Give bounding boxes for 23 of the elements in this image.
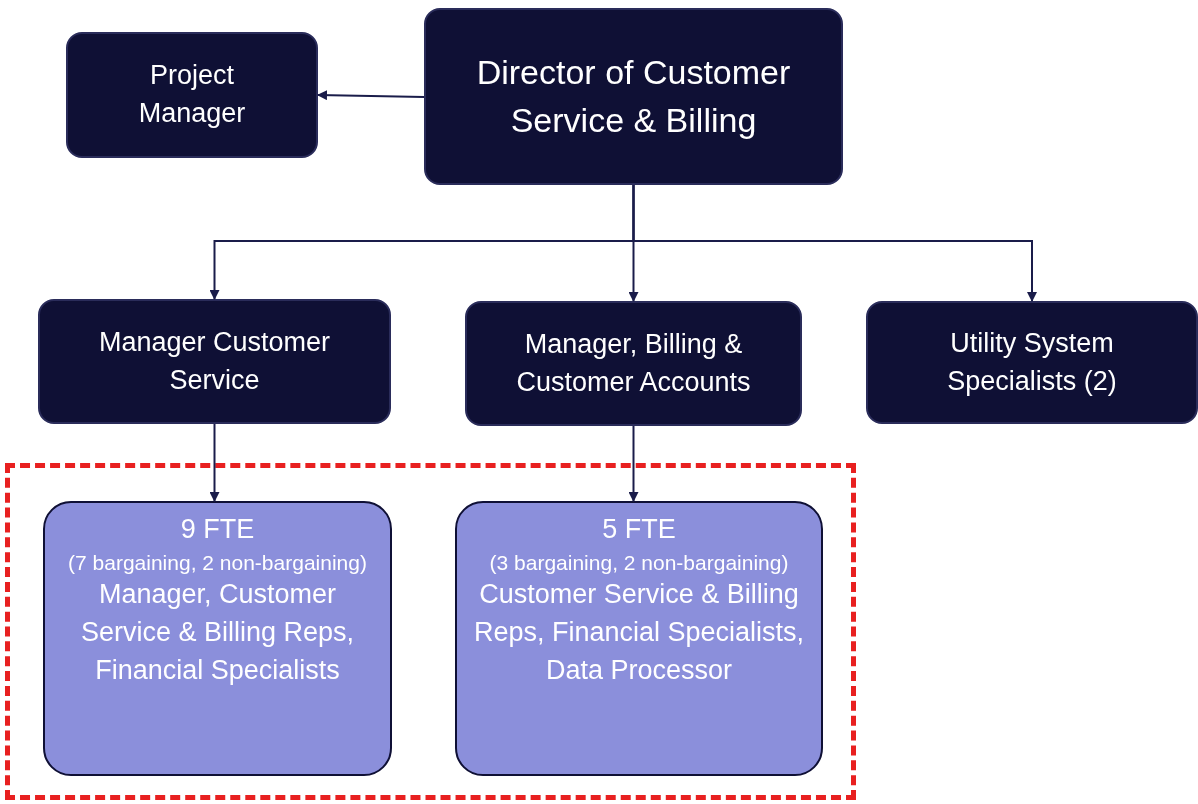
connector-arrow [628,425,639,502]
staff-roles: Customer Service & Billing Reps, Financial Specialists, Data Processor [472,578,806,687]
role-title: Manager Customer Service [97,325,332,397]
staff-roles: Manager, Customer Service & Billing Reps, Financial Specialists [79,578,356,687]
staff-box [455,501,823,776]
connector-arrow [632,184,1037,302]
role-box [424,8,843,185]
role-title: Utility System Specialists (2) [946,326,1118,398]
connector-arrow [317,90,425,101]
role-title: Director of Customer Service & Billing [475,51,792,141]
role-box [866,301,1198,424]
staff-count: 5 FTE [601,513,677,546]
bargaining-note: (7 bargaining, 2 non-bargaining) [67,549,368,576]
connector-arrow [209,423,220,502]
role-box [66,32,318,158]
staff-box [43,501,392,776]
role-box [38,299,391,424]
dashed-group-box [5,463,856,800]
role-title: Manager, Billing & Customer Accounts [515,327,752,399]
bargaining-note: (3 bargaining, 2 non-bargaining) [488,549,790,576]
role-title: Project Manager [137,59,247,130]
staff-count: 9 FTE [179,513,256,546]
role-box [465,301,802,426]
